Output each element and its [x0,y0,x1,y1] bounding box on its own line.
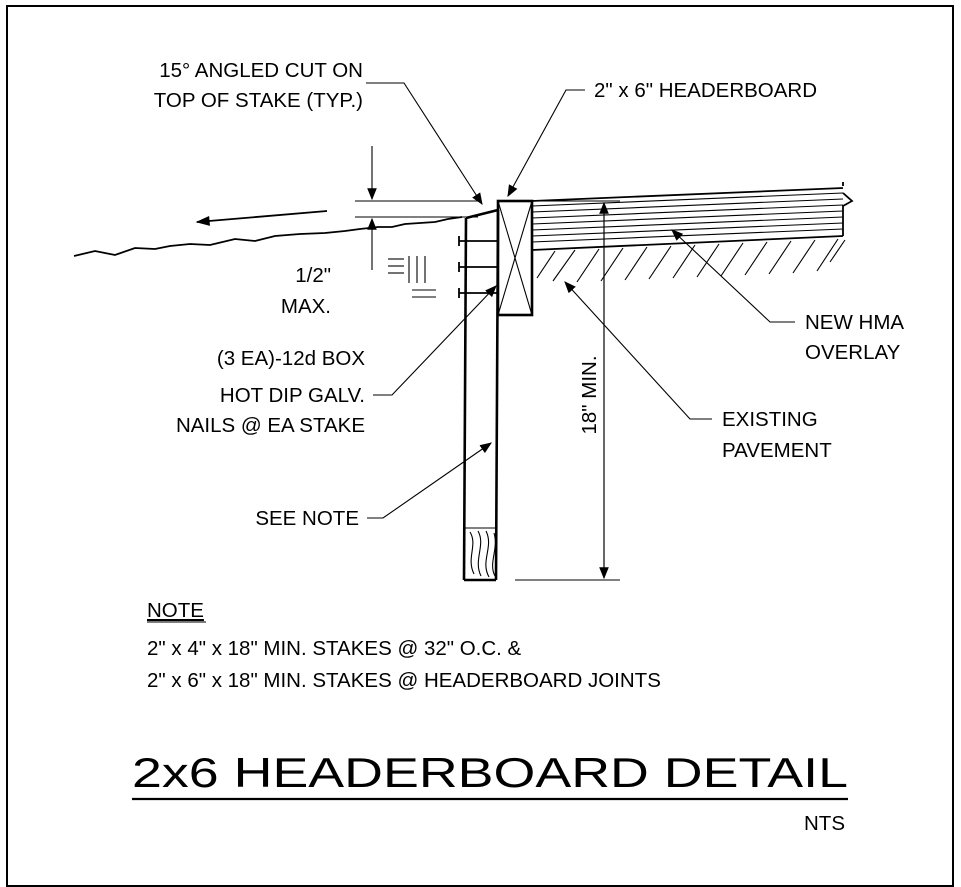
stake-end-grain [469,530,496,578]
leader-existing-pavement [564,281,712,420]
leader-see-note [367,442,492,519]
label-half-inch-2: MAX. [281,295,331,318]
wood-stake [462,208,500,582]
half-inch-dimension [355,146,478,270]
ground-line [73,216,463,257]
leader-nails [373,285,497,396]
existing-pavement-hatch [536,238,846,283]
label-nails-1: (3 EA)-12d BOX [217,347,365,370]
leader-angled-cut [366,82,483,206]
sheet-border [6,5,954,887]
label-headerboard: 2" x 6" HEADERBOARD [594,79,817,102]
label-existing-1: EXISTING [722,408,818,431]
label-existing-2: PAVEMENT [722,439,832,462]
label-angled-cut-1: 15° ANGLED CUT ON [159,59,363,82]
leader-overlay [671,229,795,323]
label-angled-cut-2: TOP OF STAKE (TYP.) [154,89,363,112]
headerboard [496,199,534,317]
depth-dimension [515,200,620,581]
note-line-2: 2" x 6" x 18" MIN. STAKES @ HEADERBOARD … [147,669,661,692]
note-heading: NOTE [147,599,204,622]
label-half-inch-1: 1/2" [295,264,331,287]
headerboard-section-drawing [73,82,854,582]
nail-symbol [388,256,436,298]
label-see-note: SEE NOTE [255,507,359,530]
label-nails-2: HOT DIP GALV. [220,384,365,407]
leader-headerboard [507,89,585,198]
slope-arrow [195,210,328,226]
scale-label: NTS [804,812,845,835]
hma-overlay [531,182,854,251]
label-overlay-2: OVERLAY [805,341,901,364]
note-line-1: 2" x 4" x 18" MIN. STAKES @ 32" O.C. & [147,637,522,660]
label-depth: 18" MIN. [578,355,601,434]
detail-title: 2x6 HEADERBOARD DETAIL [132,749,848,796]
label-overlay-1: NEW HMA [805,311,904,334]
label-nails-3: NAILS @ EA STAKE [176,414,365,437]
